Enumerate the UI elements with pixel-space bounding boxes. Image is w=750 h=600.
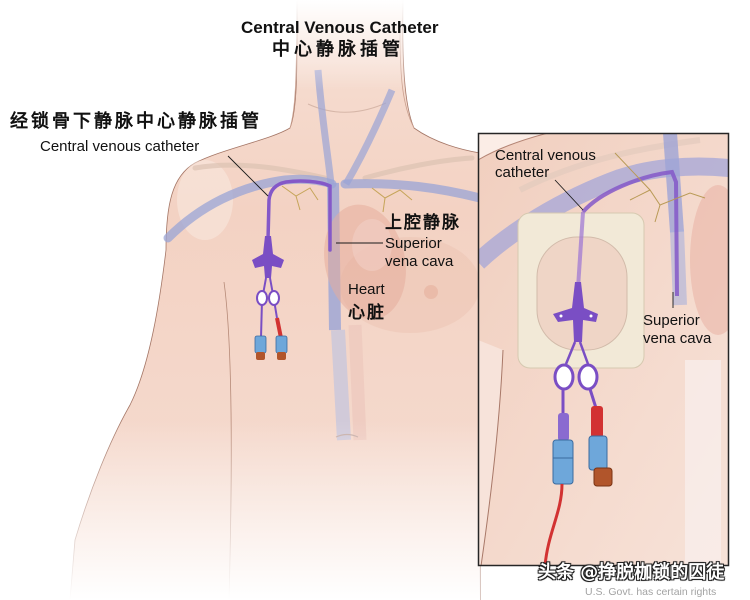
clamp-right — [268, 290, 280, 306]
inset-subclavian-vein — [479, 157, 728, 269]
catheter-line — [266, 179, 332, 252]
inset-nerves — [614, 152, 706, 223]
inset-cap-right — [593, 467, 613, 487]
inset-leader-lines — [554, 179, 674, 308]
label-svc-line2: vena cava — [385, 253, 454, 270]
inset-line-right — [588, 388, 598, 409]
inset-heart — [690, 185, 728, 335]
cap-left — [256, 352, 265, 360]
inset-clamp-right — [577, 363, 599, 391]
inset-catheter-hub — [553, 282, 598, 342]
label-heart-chinese: 心脏 — [348, 303, 386, 323]
heart-highlight — [352, 219, 392, 271]
watermark-source: 头条 @挣脱枷锁的囚徒 — [538, 562, 725, 583]
inset-lumen-right — [591, 406, 603, 438]
label-heart: Heart — [348, 281, 385, 298]
inset-neck-area — [479, 134, 545, 160]
inset-arm-contour — [480, 349, 504, 565]
inset-label-catheter-line1: Central venous — [495, 147, 596, 164]
hub-suture-hole — [559, 314, 563, 318]
leader-catheter — [227, 155, 269, 197]
central-venous-catheter — [252, 179, 332, 360]
nerves — [281, 185, 413, 213]
inset-clavicle — [518, 137, 701, 193]
inset-closeup — [479, 134, 728, 565]
connector-left — [254, 335, 267, 354]
label-central-venous-catheter: Central venous catheter — [40, 138, 200, 155]
inset-lower-vessel — [685, 360, 721, 565]
top-fade — [0, 0, 480, 90]
inset-label-svc-line1: Superior — [643, 312, 700, 329]
inset-label-catheter-line2: catheter — [495, 164, 550, 181]
inset-shoulder-line — [479, 134, 547, 161]
right-jugular-vein — [342, 88, 396, 186]
inset-blood-tube — [543, 483, 564, 565]
extension-line-right-red — [275, 317, 283, 339]
right-clavicle — [362, 155, 475, 181]
bottom-fade — [0, 420, 480, 600]
cap-right — [277, 352, 286, 360]
leader-lines — [227, 155, 383, 244]
clamp-left — [256, 290, 268, 306]
nipple — [424, 285, 438, 299]
copyright-notice: U.S. Govt. has certain rights — [585, 586, 717, 598]
inset-catheter-segment — [576, 211, 585, 289]
heart — [324, 204, 406, 320]
left-subclavian-vein — [163, 174, 337, 243]
inset-lumen-left — [558, 413, 569, 441]
label-svc-chinese: 上腔静脉 — [385, 213, 461, 233]
inset-arm — [479, 340, 503, 565]
chin-contour — [307, 102, 387, 113]
inset-connector-right — [588, 435, 608, 471]
hub-suture-hole — [589, 314, 593, 318]
inset-clamp-left — [553, 363, 575, 391]
inset-extension-left — [564, 341, 577, 365]
left-clavicle — [192, 162, 328, 181]
label-svc-line1: Superior — [385, 235, 442, 252]
inset-extension-right — [578, 341, 590, 365]
diagram-title-chinese: 中心静脉插管 — [272, 39, 404, 60]
inset-catheter-in-vein — [581, 169, 679, 297]
right-subclavian-vein — [340, 179, 485, 203]
inset-label-svc-line2: vena cava — [643, 330, 712, 347]
label-catheter-chinese: 经锁骨下静脉中心静脉插管 — [10, 111, 262, 132]
connector-right — [275, 335, 288, 354]
inset-border — [477, 132, 730, 567]
catheter-hub — [252, 236, 284, 278]
diagram-title: Central Venous Catheter — [241, 18, 439, 37]
inset-connector-left — [552, 439, 574, 485]
